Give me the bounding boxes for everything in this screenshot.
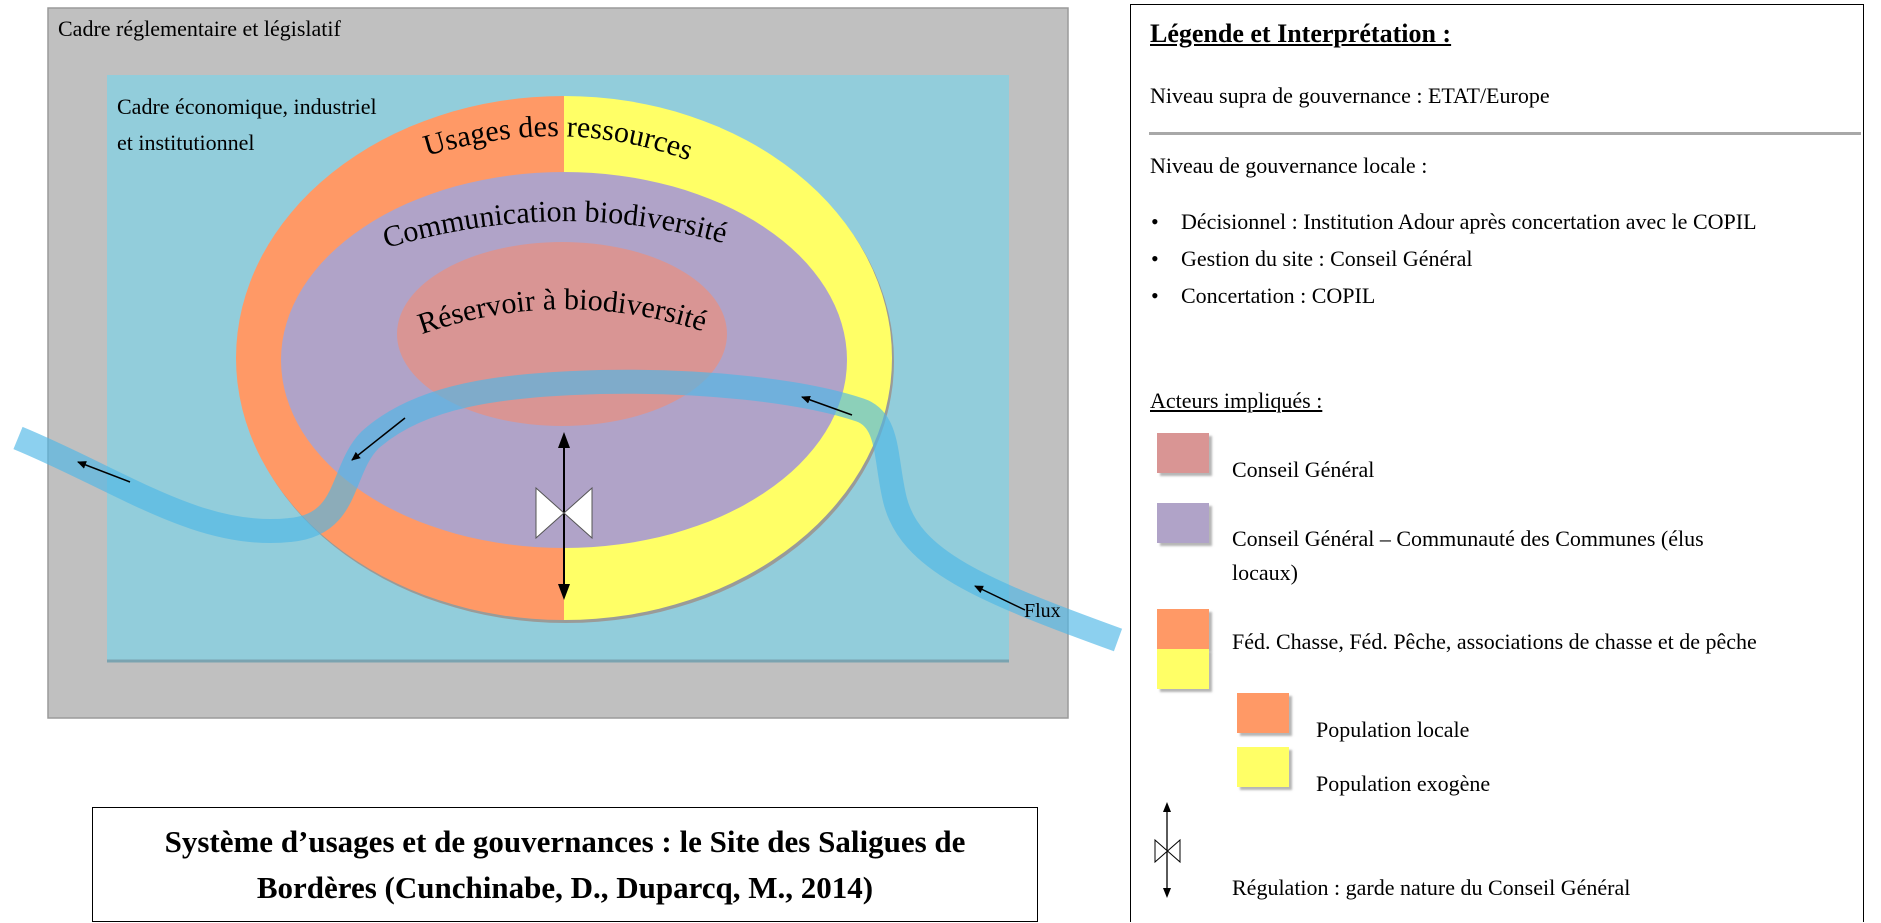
flow-arrow-bottom: [974, 585, 1026, 611]
swatch-fed-yellow: [1157, 649, 1209, 689]
actor-federations: Féd. Chasse, Féd. Pêche, associations de…: [1232, 629, 1757, 654]
list-item: Concertation : COPIL: [1151, 279, 1831, 312]
supra-governance: Niveau supra de gouvernance : ETAT/Europ…: [1150, 83, 1550, 108]
actor-cg-cc-2: locaux): [1232, 560, 1298, 585]
swatch-population-locale: [1237, 693, 1289, 733]
governance-list: Décisionnel : Institution Adour après co…: [1151, 205, 1831, 316]
regulation-symbol: [1154, 802, 1181, 898]
river: [13, 369, 1123, 652]
caption-line-1: Système d’usages et de gouvernances : le…: [164, 823, 966, 859]
swatch-conseil-general: [1157, 433, 1209, 473]
flow-label: Flux: [1024, 600, 1061, 622]
actors-title: Acteurs impliqués :: [1150, 388, 1323, 413]
legend-panel: Légende et Interprétation : Niveau supra…: [1130, 4, 1864, 922]
economic-frame-label-1: Cadre économique, industriel: [117, 94, 377, 119]
list-item: Gestion du site : Conseil Général: [1151, 242, 1831, 275]
economic-frame-label-2: et institutionnel: [117, 130, 255, 155]
list-item: Décisionnel : Institution Adour après co…: [1151, 205, 1831, 238]
swatch-population-exogene: [1237, 747, 1289, 787]
bowtie-valve-icon: [535, 486, 593, 540]
actor-population-exogene: Population exogène: [1316, 771, 1491, 796]
swatch-fed-orange: [1157, 609, 1209, 649]
actor-population-locale: Population locale: [1316, 717, 1470, 742]
caption-line-2: Bordères (Cunchinabe, D., Duparcq, M., 2…: [256, 869, 874, 905]
bowtie-valve-icon: [1154, 838, 1181, 864]
flow-arrow-right: [801, 395, 853, 416]
actor-cg-cc-1: Conseil Général – Communauté des Commune…: [1232, 526, 1704, 551]
legend-title: Légende et Interprétation :: [1150, 19, 1452, 48]
flow-arrow-center: [351, 417, 406, 461]
flow-arrow-left: [77, 461, 131, 483]
local-governance: Niveau de gouvernance locale :: [1150, 153, 1428, 178]
regulation-text: Régulation : garde nature du Conseil Gén…: [1232, 875, 1631, 900]
legend-divider: [1149, 132, 1861, 135]
regulatory-frame-label: Cadre réglementaire et législatif: [58, 16, 341, 41]
actor-cg: Conseil Général: [1232, 457, 1375, 482]
swatch-cg-cc: [1157, 503, 1209, 543]
figure-caption: Système d’usages et de gouvernances : le…: [92, 807, 1038, 922]
